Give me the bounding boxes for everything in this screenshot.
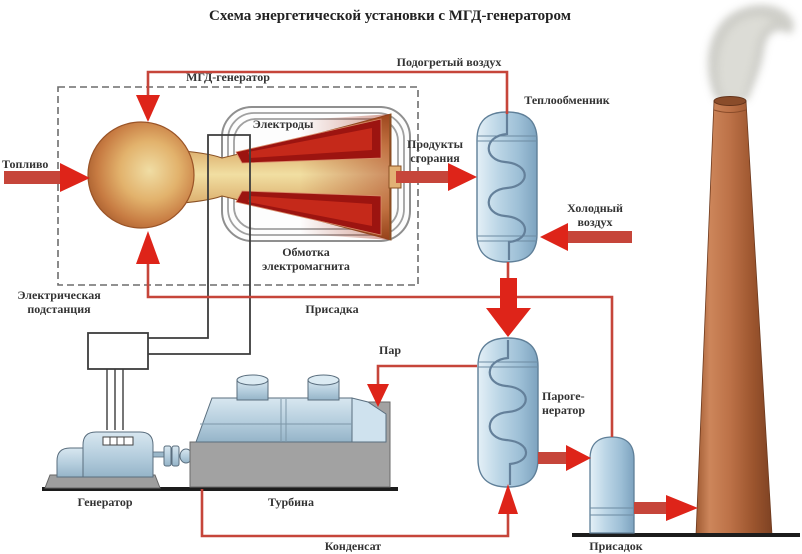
label-steam-generator: Пароге- нератор [542, 389, 586, 417]
label-preheated-air: Подогретый воздух [396, 55, 502, 69]
label-fuel: Топливо [2, 157, 49, 171]
electrode-lead-wires [148, 134, 251, 355]
generator-body [82, 431, 154, 478]
steam-generator-coil [488, 340, 528, 485]
coupling-disc-left [163, 445, 172, 467]
pipe-condensate [200, 489, 510, 538]
smoke-plume-highlight [718, 16, 774, 98]
label-condensate: Конденсат [324, 539, 382, 553]
additive-in-arrow-head [136, 231, 160, 264]
label-heat-exchanger: Теплообменник [524, 93, 610, 107]
cold-air-arrow-shaft [568, 231, 632, 243]
drive-shaft [152, 451, 166, 458]
label-mhd-generator: МГД-генератор [186, 70, 270, 84]
steam-chest-right-top [307, 374, 340, 386]
substation-box [87, 332, 149, 370]
steamgen-to-collector-arrow-shaft [538, 452, 566, 464]
chimney [695, 100, 773, 536]
label-combustion-products: Продукты сгорания [407, 137, 463, 165]
pipe-preheated-air [146, 70, 509, 114]
heat-exchanger-seams [477, 135, 537, 242]
combustion-products-arrow-head [448, 163, 477, 191]
pipe-additive-return [146, 264, 614, 437]
electrode-bottom-stripe [248, 196, 372, 226]
turbine-housing [195, 397, 353, 443]
ground-line-left [42, 487, 398, 491]
generator-wires [106, 369, 124, 430]
heat-exchanger-coil [487, 114, 527, 260]
cold-air-arrow-head [540, 223, 568, 251]
turbine-inlet-duct [351, 397, 387, 443]
generator-vent-grille [102, 436, 134, 446]
label-electrodes: Электроды [252, 117, 314, 131]
collector-to-chimney-arrow-head [666, 495, 698, 521]
collector-to-chimney-arrow-shaft [634, 502, 666, 514]
steam-arrow-head [367, 384, 389, 407]
diagram-title: Схема энергетической установки с МГД-ген… [209, 8, 571, 24]
label-additive-collector: Присадок [589, 539, 643, 553]
ground-line-right [572, 533, 800, 537]
condensate-arrow-head [498, 484, 518, 514]
generator-vent-slats [109, 437, 125, 445]
steamgen-feed-arrow-shaft [500, 278, 517, 310]
combustion-products-arrow-shaft [396, 171, 448, 183]
steam-chest-left-top [236, 374, 269, 386]
chimney-rim [713, 96, 747, 106]
fuel-arrow-head [60, 163, 90, 192]
label-steam: Пар [378, 343, 401, 357]
chimney-band [713, 109, 747, 113]
label-substation: Электрическая подстанция [17, 288, 101, 316]
steam-generator-seams [478, 361, 538, 368]
preheated-air-arrow-head [136, 95, 160, 122]
label-magnet-winding: Обмотка электромагнита [262, 245, 350, 273]
label-generator: Генератор [77, 495, 133, 509]
steamgen-to-collector-arrow-head [566, 445, 591, 471]
label-additive-feed: Присадка [305, 302, 359, 316]
additive-collector-vessel [589, 436, 635, 534]
pipe-steam [376, 364, 477, 386]
mhd-dashed-box [57, 86, 419, 286]
label-cold-air: Холодный воздух [567, 201, 623, 229]
generator-front-cylinder [56, 447, 86, 478]
fuel-arrow-shaft [4, 171, 60, 184]
coupling-disc-right [171, 445, 180, 467]
combustion-chamber [87, 121, 195, 229]
label-turbine: Турбина [268, 495, 314, 509]
electrode-top-stripe [248, 128, 372, 158]
additive-collector-seams [590, 507, 634, 516]
steamgen-feed-arrow-head [486, 308, 531, 337]
turbine-seams-vertical [280, 399, 287, 442]
